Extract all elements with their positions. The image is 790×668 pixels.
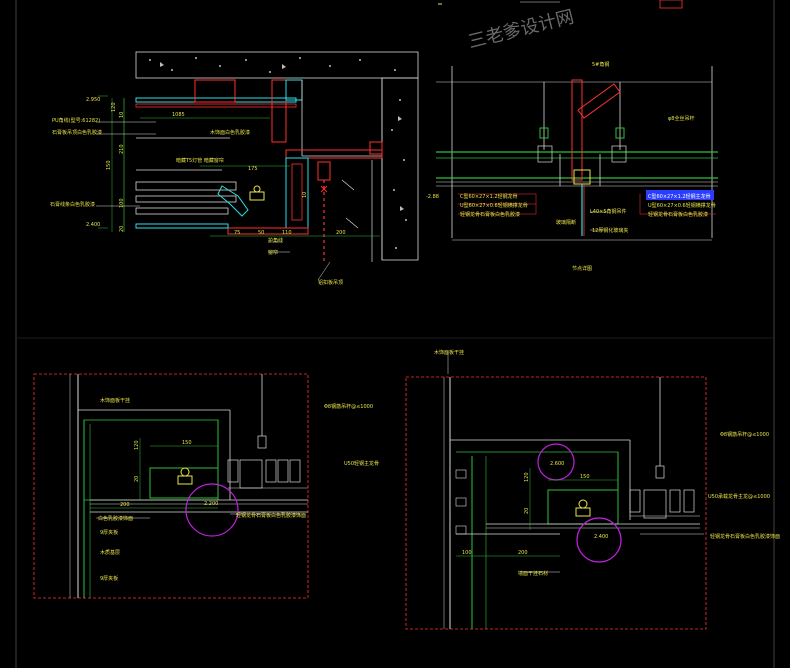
light-fixture-icon xyxy=(249,185,265,201)
concrete-hatch xyxy=(149,57,407,249)
label-gypsum-right: 轻钢龙骨石膏板白色乳胶漆 xyxy=(648,211,708,218)
label-wood-veneer: 木饰面白色乳胶漆 xyxy=(210,129,250,136)
detail-top-right: 5#角钢 φ8全丝吊杆 C型60×27×1.2轻钢龙骨 U型60×27×0.6轻… xyxy=(426,61,718,272)
label-wood-panel: 木饰面板干挂 xyxy=(100,397,130,404)
dim-200: 200 xyxy=(120,502,130,508)
detail-top-left: 2.950 2.400 PU角线(型号:61282) 石膏板吊顶白色乳胶漆 石膏… xyxy=(50,51,419,286)
label-steel-hanger: Φ8钢筋吊杆@≤1000 xyxy=(720,431,769,438)
dim-120: 120 xyxy=(524,472,530,482)
label-pu-molding: PU角线(型号:61282) xyxy=(52,117,100,124)
label-gypsum-left: 轻钢龙骨石膏板白色乳胶漆 xyxy=(460,211,520,218)
dim-50: 50 xyxy=(258,230,264,236)
label-gypsum-finish: 轻钢龙骨石膏板白色乳胶漆饰面 xyxy=(236,512,306,519)
dim-150: 150 xyxy=(580,474,590,480)
dim-20: 20 xyxy=(134,476,140,482)
elevation-circle-lower xyxy=(576,517,622,563)
dim-100: 100 xyxy=(462,550,472,556)
dim-10b: 10 xyxy=(302,192,308,198)
detail-caption: 节点详图 xyxy=(572,265,592,272)
dim-150: 150 xyxy=(182,440,192,446)
label-angle-steel: 5#角钢 xyxy=(592,61,609,68)
dim-210: 210 xyxy=(119,144,125,154)
elevation-value: 2.200 xyxy=(204,501,218,507)
selection-highlight xyxy=(646,190,714,200)
label-wood-base: 木质基层 xyxy=(100,549,120,556)
dim-1085: 1085 xyxy=(172,112,185,118)
elevation-bottom: 2.400 xyxy=(86,222,100,228)
dim-200: 200 xyxy=(518,550,528,556)
dim-175: 175 xyxy=(248,166,258,172)
dim-120: 120 xyxy=(111,102,117,112)
label-u-keel-left: U型60×27×0.6轻钢横撑龙骨 xyxy=(460,202,528,209)
dim-120: 120 xyxy=(134,440,140,450)
detail-bottom-left: 木饰面板干挂 Φ8钢筋吊杆@≤1000 U50轻钢主龙骨 轻钢龙骨石膏板白色乳胶… xyxy=(33,373,379,599)
dim-150: 150 xyxy=(106,160,112,170)
label-aluminum-ceiling: 铝扣板吊顶 xyxy=(318,279,343,286)
dim-75: 75 xyxy=(234,230,240,236)
label-gypsum-ceiling: 石膏板吊顶白色乳胶漆 xyxy=(52,129,102,136)
label-steel-hanger: Φ8钢筋吊杆@≤1000 xyxy=(324,403,373,410)
dim-110: 110 xyxy=(282,230,292,236)
label-u50-keel: U50轻钢主龙骨 xyxy=(344,460,379,467)
elevation-marker: -2.88 xyxy=(426,194,439,200)
light-fixture-icon xyxy=(177,467,193,485)
label-plywood-1: 9厚夹板 xyxy=(100,529,118,536)
dim-10: 10 xyxy=(119,112,125,118)
elevation-value-upper: 2.600 xyxy=(550,461,564,467)
label-angle-hanger: L40×5角钢吊件 xyxy=(590,208,627,215)
elevation-circle xyxy=(185,483,239,537)
detail-frame-bottom-left xyxy=(33,373,309,599)
label-wood-panel: 木饰面板干挂 xyxy=(434,349,464,356)
label-white-paint: 白色乳胶漆饰面 xyxy=(98,515,133,522)
concrete-slab-top xyxy=(135,51,419,79)
dim-200: 200 xyxy=(336,230,346,236)
label-u-keel-right: U型60×27×0.6轻钢横撑龙骨 xyxy=(648,202,716,209)
label-u50-keel: U50承载龙骨主龙@≤1000 xyxy=(708,493,770,500)
light-fixture-icon xyxy=(575,499,591,517)
elevation-top: 2.950 xyxy=(86,97,100,103)
label-c-keel-right: C型60×27×1.2轻钢主龙骨 xyxy=(648,193,711,200)
curtain-icon xyxy=(317,161,331,262)
label-threaded-rod: φ8全丝吊杆 xyxy=(668,115,694,122)
label-glass-partition: 玻璃隔断 xyxy=(556,219,576,226)
label-hidden-light: 暗藏T5灯管 暗藏窗帘 xyxy=(176,157,224,164)
dim-20: 20 xyxy=(524,508,530,514)
detail-bottom-right: 木饰面板干挂 Φ8钢筋吊杆@≤1000 U50承载龙骨主龙@≤1000 轻钢龙骨… xyxy=(405,349,780,630)
label-c-keel-left: C型60×27×1.2轻钢龙骨 xyxy=(460,193,518,200)
label-plywood-2: 9厚夹板 xyxy=(100,575,118,582)
label-curtain: 窗帘 xyxy=(268,249,278,256)
dim-20: 20 xyxy=(119,226,125,232)
label-glass-clip: 12厚钢化玻璃夹 xyxy=(592,227,628,234)
label-gypsum-line: 石膏线条白色乳胶漆 xyxy=(50,201,95,208)
detail-frame-bottom-right xyxy=(405,376,707,630)
elevation-value-lower: 2.400 xyxy=(594,534,608,540)
label-gypsum-finish: 轻钢龙骨石膏板白色乳胶漆饰面 xyxy=(710,533,780,540)
dim-100: 100 xyxy=(119,198,125,208)
top-fragments xyxy=(438,0,683,9)
label-corner-guard: 护角线 xyxy=(268,237,283,244)
label-stone-wall: 墙面干挂石材 xyxy=(518,570,548,577)
